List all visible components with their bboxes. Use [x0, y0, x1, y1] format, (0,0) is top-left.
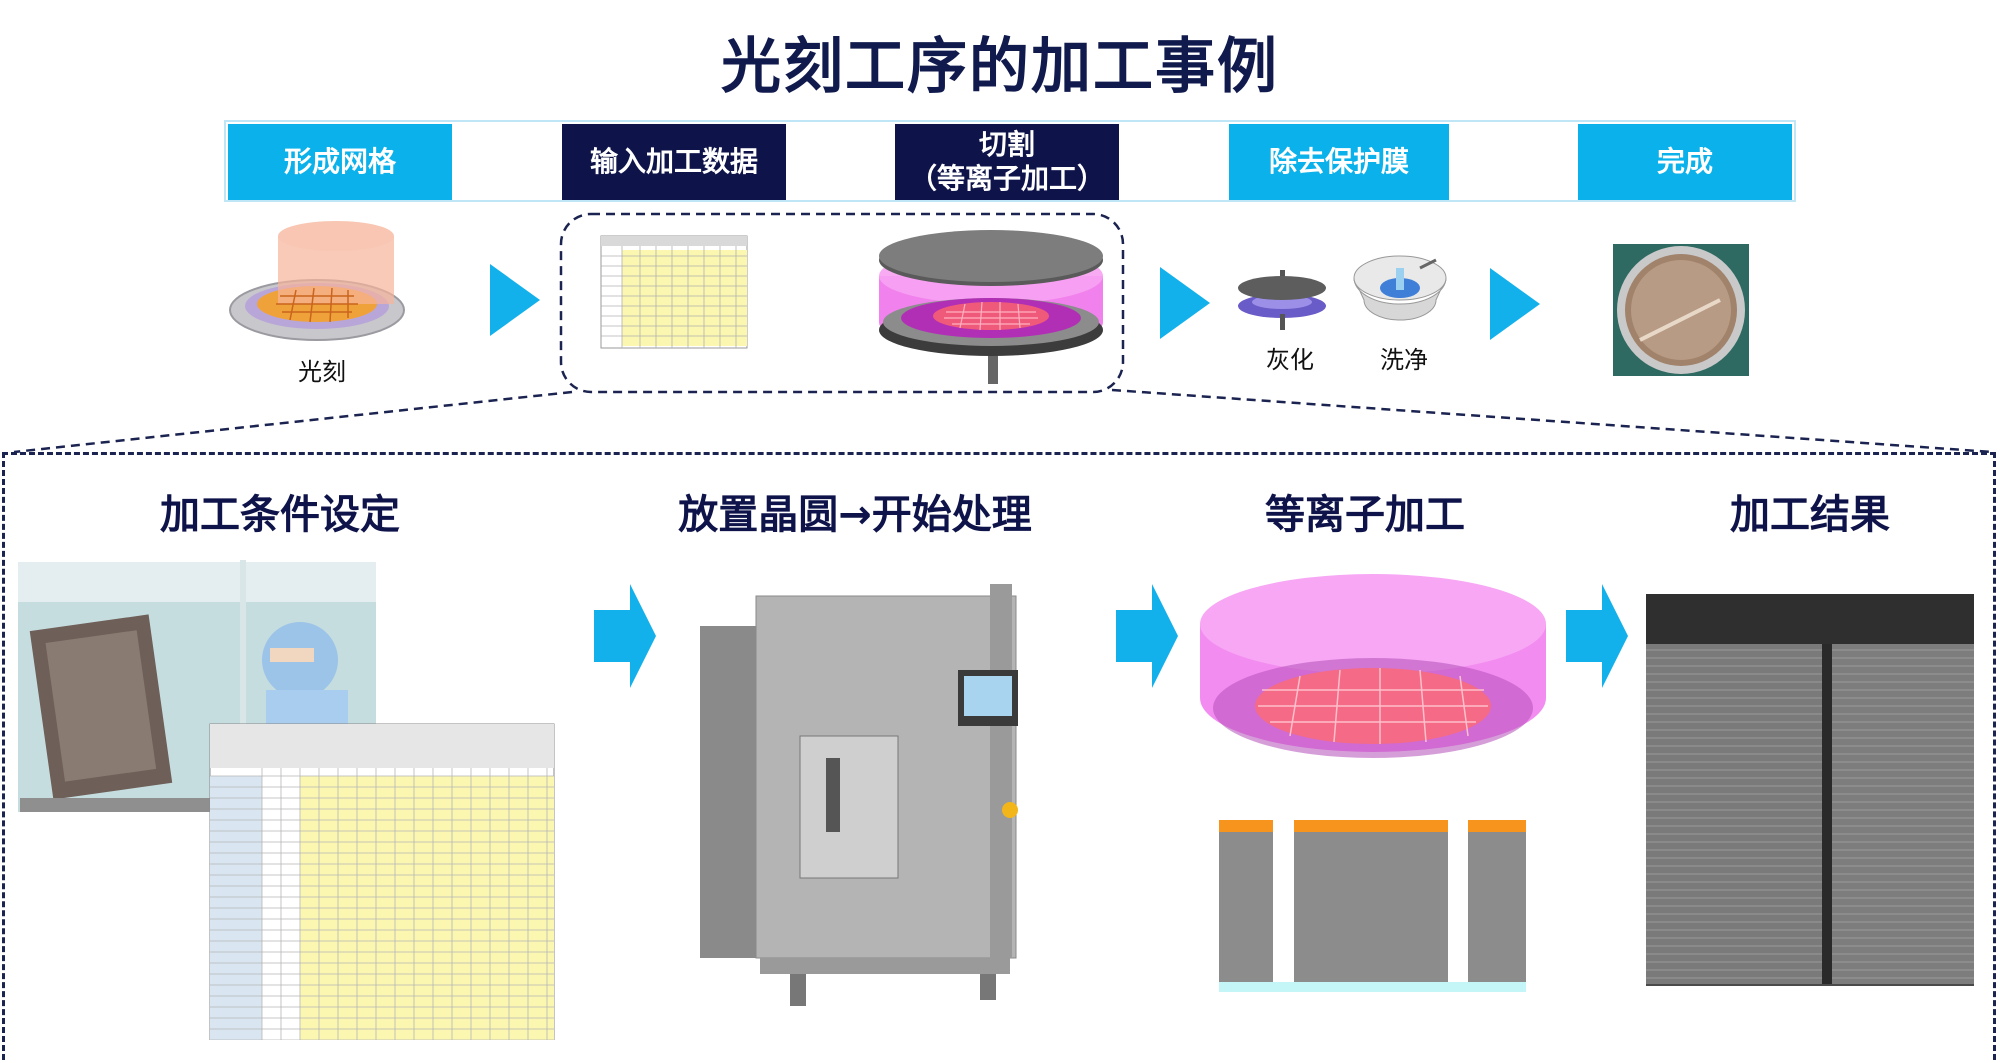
- ashing-icon: [1238, 270, 1326, 330]
- operator-photo: [18, 560, 376, 812]
- finished-wafer-photo: [1613, 244, 1749, 376]
- arrow-icon: [594, 584, 656, 688]
- section-processing-result: 加工结果: [1730, 492, 1890, 538]
- arrow-icon: [1490, 268, 1540, 340]
- step-dicing: 切割 （等离子加工）: [895, 124, 1119, 200]
- arrow-icon: [1116, 584, 1178, 688]
- arrow-icon: [1160, 267, 1210, 339]
- step-form-grid: 形成网格: [228, 124, 452, 200]
- arrow-icon: [1566, 584, 1628, 688]
- step-input-data: 输入加工数据: [562, 124, 786, 200]
- lithography-label: 光刻: [298, 358, 346, 386]
- section-place-wafer: 放置晶圆→开始处理: [678, 492, 1032, 538]
- cleaning-icon: [1353, 255, 1447, 321]
- step-remove-film: 除去保护膜: [1229, 124, 1449, 200]
- process-step-bar: [224, 120, 1796, 202]
- spreadsheet-thumbnail-icon: [600, 235, 748, 349]
- plasma-chamber-icon: [879, 230, 1103, 384]
- section-plasma-processing: 等离子加工: [1265, 492, 1465, 538]
- step-complete: 完成: [1578, 124, 1792, 200]
- top-illustrations: [13, 212, 1993, 454]
- detail-panel: [2, 452, 1996, 1060]
- plasma-machine-photo: [700, 584, 1018, 1006]
- cleaning-label: 洗净: [1380, 346, 1428, 374]
- cross-section-icon: [1219, 820, 1526, 992]
- plasma-dish-icon: [1200, 574, 1546, 758]
- page-title: 光刻工序的加工事例: [721, 32, 1279, 102]
- ashing-label: 灰化: [1266, 346, 1314, 374]
- arrow-icon: [490, 264, 540, 336]
- sem-result-photo: [1646, 594, 1974, 986]
- detail-illustrations: [18, 560, 1974, 1040]
- lithography-wafer-icon: [229, 221, 405, 341]
- condition-spreadsheet: [209, 723, 555, 1040]
- section-condition-setting: 加工条件设定: [160, 492, 400, 538]
